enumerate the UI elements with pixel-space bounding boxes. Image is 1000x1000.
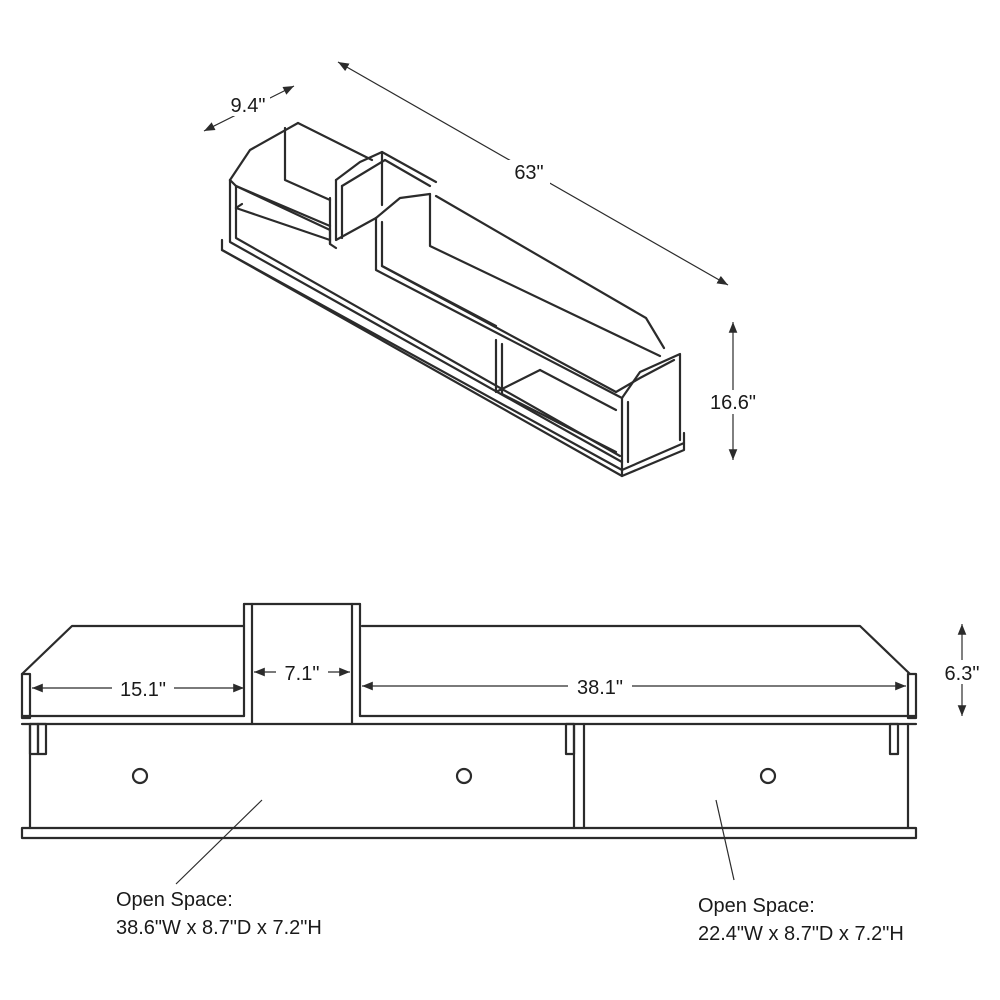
- right-section-dimension: 38.1": [362, 674, 906, 699]
- left-callout-size: 38.6"W x 8.7"D x 7.2"H: [116, 917, 322, 939]
- left-section-dimension: 15.1": [31, 676, 244, 701]
- front-base: [20, 826, 918, 840]
- iso-left-module: [228, 121, 374, 250]
- front-side-posts: [20, 672, 918, 720]
- right-callout-title: Open Space:: [698, 895, 815, 917]
- knob-icon: [131, 767, 149, 785]
- knob-icon: [759, 767, 777, 785]
- iso-right-module: [374, 192, 682, 468]
- knob-icon: [455, 767, 473, 785]
- front-knobs: [131, 767, 777, 785]
- isometric-view: 9.4" 63" 16.6": [203, 61, 764, 478]
- iso-depth-dimension: 9.4": [203, 85, 295, 132]
- left-callout-title: Open Space:: [116, 889, 233, 911]
- right-section-label: 38.1": [577, 677, 623, 699]
- riser-height-dimension: 6.3": [936, 624, 990, 716]
- left-callout-leader: [175, 799, 263, 885]
- front-center-riser: [242, 602, 362, 726]
- iso-base: [220, 238, 686, 478]
- left-section-label: 15.1": [120, 679, 166, 701]
- front-cubbies: [28, 722, 910, 830]
- iso-width-dimension: 63": [337, 61, 729, 286]
- iso-center-module: [334, 150, 438, 242]
- left-open-space-callout: Open Space: 38.6"W x 8.7"D x 7.2"H: [116, 889, 322, 939]
- width-label: 63": [514, 162, 543, 184]
- center-section-label: 7.1": [285, 663, 320, 685]
- front-shelf-board: [20, 714, 918, 726]
- depth-label: 9.4": [231, 95, 266, 117]
- right-open-space-callout: Open Space: 22.4"W x 8.7"D x 7.2"H: [698, 895, 904, 945]
- front-elevation-view: 15.1" 7.1" 38.1" 6.3" Open Space: 38.6"W…: [20, 602, 990, 945]
- iso-height-dimension: 16.6": [706, 322, 764, 460]
- center-section-dimension: 7.1": [254, 660, 350, 685]
- right-callout-size: 22.4"W x 8.7"D x 7.2"H: [698, 923, 904, 945]
- riser-height-label: 6.3": [945, 663, 980, 685]
- iso-cabinet-front: [228, 121, 624, 464]
- height-label: 16.6": [710, 392, 756, 414]
- front-top-profile: [20, 602, 912, 676]
- right-callout-leader: [715, 799, 735, 881]
